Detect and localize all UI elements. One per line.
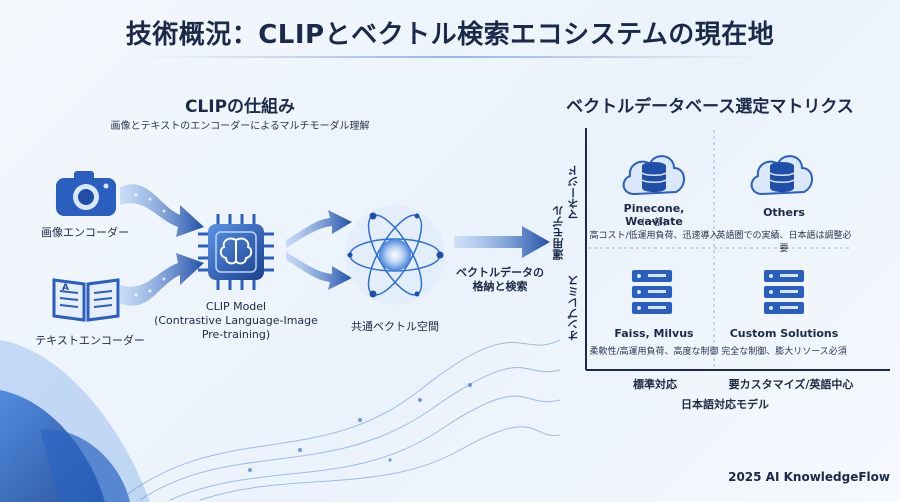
server-rack-icon: [764, 270, 804, 314]
x-axis-title: 日本語対応モデル: [681, 398, 769, 411]
encoder-arrows: [120, 184, 204, 306]
clip-model-label: CLIP Model (Contrastive Language-Image P…: [154, 300, 318, 341]
title-divider: [140, 56, 760, 58]
svg-text:A: A: [62, 283, 69, 293]
book-icon: A: [52, 278, 120, 322]
quadrant-managed-standard-note: (一部): [641, 218, 667, 228]
quadrant-onprem-standard-desc: 柔軟性/高運用負荷、高度な制御: [589, 347, 719, 357]
page-title: 技術概況：CLIPとベクトル検索エコシステムの現在地: [125, 20, 775, 50]
matrix-heading: ベクトルデータベース選定マトリクス: [566, 97, 854, 117]
quadrant-onprem-custom-title: Custom Solutions: [729, 327, 839, 340]
image-encoder-label: 画像エンコーダー: [41, 226, 129, 239]
storage-label: ベクトルデータの 格納と検索: [456, 266, 544, 293]
clip-heading: CLIPの仕組み: [184, 97, 296, 117]
clip-subheading: 画像とテキストのエンコーダーによるマルチモーダル理解: [110, 121, 370, 132]
quadrant-managed-custom-desc: 英語圏での実績、日本語は調整必要: [716, 231, 852, 254]
footer-copyright: 2025 AI KnowledgeFlow: [728, 470, 890, 484]
arrow-text-to-model: [120, 253, 204, 306]
shared-vector-space-icon: [345, 205, 445, 305]
y-axis-label-managed: マネージド: [567, 165, 580, 220]
cloud-database-icon: [622, 155, 685, 196]
x-axis-label-standard: 標準対応: [633, 378, 677, 391]
brain-icon: [219, 237, 253, 265]
matrix-grid: [585, 128, 890, 371]
y-axis-label-onprem: オンプレミス: [567, 275, 580, 341]
text-encoder-label: テキストエンコーダー: [35, 334, 145, 347]
x-axis-label-custom: 要カスタマイズ/英語中心: [728, 378, 854, 391]
clip-model-chip-icon: [198, 214, 274, 290]
shared-space-label: 共通ベクトル空間: [351, 320, 439, 333]
quadrant-managed-standard-desc: 高コスト/低運用負荷、迅速導入: [589, 231, 719, 241]
cloud-server-icon: [750, 155, 813, 196]
quadrant-managed-custom-title: Others: [763, 206, 805, 219]
quadrant-managed-standard-title: Pinecone, Weaviate: [623, 202, 685, 228]
leaf-shape-mid: [40, 429, 130, 502]
decorative-waves: [0, 339, 560, 502]
arrow-image-to-model: [120, 184, 204, 237]
y-axis-title: 運用モデル: [552, 205, 565, 260]
model-to-space-arrows: [286, 210, 352, 290]
camera-icon: [56, 171, 116, 216]
quadrant-onprem-standard-title: Faiss, Milvus: [614, 327, 694, 340]
quadrant-onprem-custom-desc: 完全な制御、膨大リソース必須: [721, 347, 847, 357]
server-rack-icon: [632, 270, 672, 314]
to-database-arrow: [454, 226, 550, 258]
